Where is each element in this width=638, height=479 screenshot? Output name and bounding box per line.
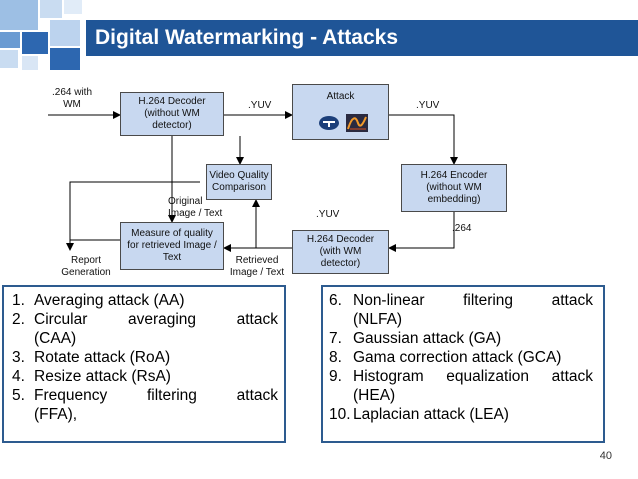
measure-quality-box: Measure of quality for retrieved Image /… xyxy=(120,222,224,270)
encoder-label: H.264 Encoder (without WM embedding) xyxy=(420,170,488,205)
slide-title: Digital Watermarking - Attacks xyxy=(95,26,399,49)
list-item: 1.Averaging attack (AA) xyxy=(12,292,185,309)
list-item: 9.Histogram equalization attack xyxy=(329,368,593,385)
arrow-encoder-to-decoder xyxy=(388,212,455,252)
flow-connectors xyxy=(48,111,458,252)
retrieved-label: Retrieved Image / Text xyxy=(229,255,285,278)
list-item-continuation: (NLFA) xyxy=(353,311,403,328)
list-item: 2.Circular averaging attack xyxy=(12,311,278,328)
list-item: 8.Gama correction attack (GCA) xyxy=(329,349,562,366)
list-item-continuation: (FFA), xyxy=(34,406,78,423)
attack-list-right-items: 6.Non-linear filtering attack (NLFA) 7.G… xyxy=(329,291,593,424)
tool-logo-icon xyxy=(318,115,340,131)
decoder-without-wm-label: H.264 Decoder (without WM detector) xyxy=(138,96,206,131)
h264-label: .264 xyxy=(452,223,472,234)
attack-list-right: 6.Non-linear filtering attack (NLFA) 7.G… xyxy=(321,285,605,443)
list-item: 7.Gaussian attack (GA) xyxy=(329,330,502,347)
arrow-attack-to-encoder xyxy=(389,114,458,165)
list-item: 3.Rotate attack (RoA) xyxy=(12,349,171,366)
yuv-label-3: .YUV xyxy=(316,209,340,220)
attack-box: Attack xyxy=(292,84,389,140)
measure-quality-label: Measure of quality for retrieved Image /… xyxy=(127,228,217,263)
list-item-continuation: (CAA) xyxy=(34,330,77,347)
corner-decoration xyxy=(0,0,96,80)
encoder-box: H.264 Encoder (without WM embedding) xyxy=(401,164,507,212)
list-item: 4.Resize attack (RsA) xyxy=(12,368,171,385)
original-label: Original Image / Text xyxy=(168,196,223,219)
page-number: 40 xyxy=(599,450,612,462)
attack-list-left: 1.Averaging attack (AA) 2.Circular avera… xyxy=(2,285,286,443)
video-quality-box: Video Quality Comparison xyxy=(206,164,272,200)
report-label: Report Generation xyxy=(61,255,111,278)
list-item: 5.Frequency filtering attack xyxy=(12,387,278,404)
attack-list-left-items: 1.Averaging attack (AA) 2.Circular avera… xyxy=(12,291,278,424)
list-item: 6.Non-linear filtering attack xyxy=(329,292,593,309)
arrow-measure-to-report xyxy=(69,181,200,241)
decoder-with-wm-label: H.264 Decoder (with WM detector) xyxy=(306,234,375,269)
video-quality-label: Video Quality Comparison xyxy=(209,170,269,193)
input-label: .264 with WM xyxy=(51,87,93,110)
decoder-with-wm-box: H.264 Decoder (with WM detector) xyxy=(292,230,389,274)
list-item-continuation: (HEA) xyxy=(353,387,396,404)
attack-label: Attack xyxy=(326,91,355,102)
yuv-label-1: .YUV xyxy=(248,100,272,111)
decoder-without-wm-box: H.264 Decoder (without WM detector) xyxy=(120,92,224,136)
yuv-label-2: .YUV xyxy=(416,100,440,111)
title-band xyxy=(86,20,638,56)
filter-wave-icon xyxy=(346,114,368,132)
list-item: 10.Laplacian attack (LEA) xyxy=(329,406,509,423)
